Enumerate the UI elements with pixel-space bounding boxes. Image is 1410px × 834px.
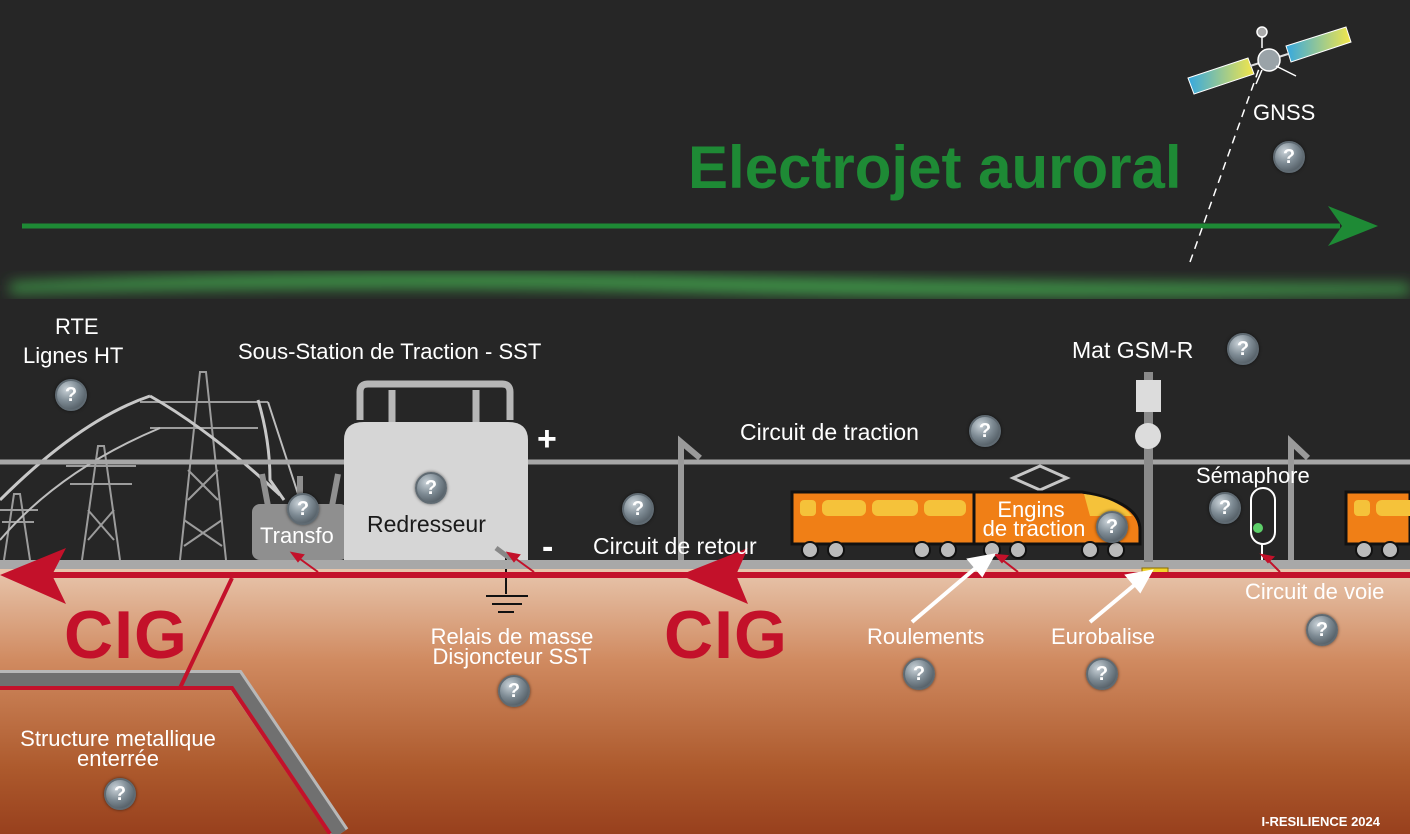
relais-help-icon[interactable]: ? — [498, 675, 530, 707]
train — [790, 490, 1410, 559]
minus-sign: - — [542, 528, 554, 566]
buried-structure — [0, 577, 349, 834]
rte-label-line1: RTE — [55, 314, 99, 339]
gsmr-mast — [1135, 372, 1161, 562]
sst-label: Sous-Station de Traction - SST — [238, 339, 542, 364]
cig-arrow-left — [0, 548, 66, 604]
mat-gsmr-label: Mat GSM-R — [1072, 337, 1194, 363]
circuit-retour-label: Circuit de retour — [593, 533, 757, 559]
annotation-arrows — [910, 553, 1154, 624]
transfo-help-icon[interactable]: ? — [287, 493, 319, 525]
plus-sign: + — [537, 420, 557, 458]
structure-label-line1: Structure metallique — [20, 726, 216, 751]
redresseur-label: Redresseur — [367, 511, 486, 537]
satellite-icon — [1187, 26, 1352, 263]
roulements-label: Roulements — [867, 624, 985, 649]
earth-symbol — [486, 546, 528, 613]
induction-arrows — [289, 551, 1281, 573]
relais-label-line2: Disjoncteur SST — [432, 644, 592, 669]
gnss-help-icon[interactable]: ? — [1273, 141, 1305, 173]
ground — [0, 568, 1410, 834]
redresseur-help-icon[interactable]: ? — [415, 472, 447, 504]
structure-help-icon[interactable]: ? — [104, 778, 136, 810]
semaphore-signal — [1250, 487, 1276, 560]
mat-gsmr-help-icon[interactable]: ? — [1227, 333, 1259, 365]
eurobalise-help-icon[interactable]: ? — [1086, 658, 1118, 690]
electrojet-arrow-head — [1328, 206, 1378, 246]
rte-label-line2: Lignes HT — [23, 343, 124, 368]
transfo-label: Transfo — [260, 523, 334, 548]
cig-label-left: CIG — [64, 597, 188, 673]
engins-label-line2: de traction — [982, 516, 1086, 541]
semaphore-help-icon[interactable]: ? — [1209, 492, 1241, 524]
pantograph — [1009, 464, 1071, 492]
transfo-unit — [252, 473, 348, 560]
rail — [0, 560, 1410, 569]
rte-help-icon[interactable]: ? — [55, 379, 87, 411]
engins-label-line1: Engins — [997, 497, 1065, 522]
roulements-help-icon[interactable]: ? — [903, 658, 935, 690]
relais-label-line1: Relais de masse — [430, 624, 594, 649]
catenary-poles — [678, 435, 1311, 560]
eurobalise-label: Eurobalise — [1051, 624, 1155, 649]
circuit-traction-label: Circuit de traction — [740, 419, 919, 445]
circuit-voie-help-icon[interactable]: ? — [1306, 614, 1338, 646]
structure-label-line2: enterrée — [77, 746, 159, 771]
gnss-label: GNSS — [1253, 100, 1316, 125]
circuit-retour-help-icon[interactable]: ? — [622, 493, 654, 525]
electrojet-glow — [10, 273, 1410, 297]
semaphore-label: Sémaphore — [1196, 463, 1310, 488]
circuit-voie-label: Circuit de voie — [1245, 579, 1385, 604]
engins-help-icon[interactable]: ? — [1096, 511, 1128, 543]
circuit-traction-help-icon[interactable]: ? — [969, 415, 1001, 447]
credit-text: I-RESILIENCE 2024 — [1261, 814, 1381, 829]
electrojet-title: Electrojet auroral — [688, 134, 1182, 201]
pylons — [0, 371, 301, 561]
cig-arrow-center — [680, 548, 748, 604]
cig-label-center: CIG — [664, 597, 788, 673]
